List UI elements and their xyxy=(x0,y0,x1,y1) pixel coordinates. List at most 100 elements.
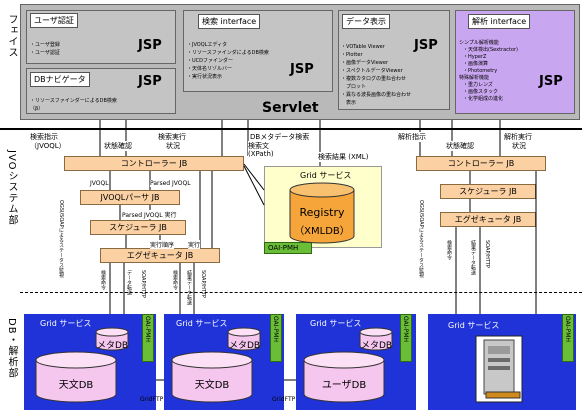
user-db-cylinder xyxy=(303,351,385,403)
label-parsed-jvoql-exec: Parsed JVOQL 実行 xyxy=(122,210,177,219)
grid-service-2-oai xyxy=(270,314,282,362)
grid-service-1-oai-label: OAI-PMH xyxy=(144,316,151,342)
user-db-label: ユーザDB xyxy=(321,380,367,391)
registry-grid-title: Grid サービス xyxy=(300,171,352,180)
label-data-transfer-mid: 結果データ転送 xyxy=(186,270,192,305)
auth-item-login: ・ユーザ認証 xyxy=(30,50,60,56)
label-status-reg-left: OGSI/SOAPによるステータス監視 xyxy=(58,200,64,278)
label-search-order-left: 検索命令 xyxy=(100,270,106,290)
meta-db-label-3: メタDB xyxy=(361,341,393,351)
label-db-meta-search: DBメタデータ検索 xyxy=(250,132,310,142)
label-search-text: 検索文 xyxy=(248,141,269,151)
label-analysis-exec-2: 状況 xyxy=(512,141,526,151)
display-item-5: プロット xyxy=(341,84,367,90)
display-item-0: ・VOTable Viewer xyxy=(341,44,385,50)
label-status-check-left: 状態確認 xyxy=(104,141,132,151)
label-soap-left: SOAP/HTTP xyxy=(140,270,146,298)
label-search-instr: 検索指示 xyxy=(30,132,58,142)
grid-service-4-oai xyxy=(562,314,574,362)
analysis-item-6: ・重力レンズ xyxy=(463,82,493,88)
analysis-item-3: ・画像演算 xyxy=(463,61,489,67)
label-parsed-jvoql: Parsed JVOQL xyxy=(150,180,191,187)
search-item-ucd-finder: ・UCDファインダー xyxy=(187,58,234,64)
label-search-order-mid: 検索命令 xyxy=(172,270,178,290)
label-order-right: 検索命令 xyxy=(446,240,452,260)
dbnav-title: DBナビゲータ xyxy=(30,72,90,87)
astro-db-label-2: 天文DB xyxy=(194,380,230,391)
scheduler-jb-right: スケジューラ JB xyxy=(440,184,536,199)
controller-jb-right: コントローラー JB xyxy=(416,156,546,171)
grid-service-2-oai-label: OAI-PMH xyxy=(272,316,279,342)
label-xpath: (XPath) xyxy=(248,150,274,158)
label-transfer-right: 結果データ転送 xyxy=(470,240,476,275)
auth-title: ユーザ認証 xyxy=(30,13,78,28)
registry-label: Registry xyxy=(299,206,345,219)
label-exec-status-left: 検索実行 xyxy=(158,132,186,142)
grid-service-3-oai-label: OAI-PMH xyxy=(402,316,409,342)
label-routing: 実行順序 xyxy=(150,240,175,249)
analysis-jsp-label: JSP xyxy=(539,74,563,89)
label-status-check-right: 状態確認 xyxy=(446,141,474,151)
label-search-result: 検索結果 (XML) xyxy=(318,152,369,162)
display-item-6: ・異なる波長画像の重ね合わせ xyxy=(341,92,412,98)
label-gridftp-2: GridFTP xyxy=(272,396,296,403)
analysis-item-1: ・天体検出(Sextractor) xyxy=(463,47,518,53)
label-analysis-instr: 解析指示 xyxy=(398,132,426,142)
search-item-jvoql-editor: ・JVOQLエディタ xyxy=(187,42,228,48)
search-item-exec-status: ・実行状況表示 xyxy=(187,74,223,80)
display-item-2: ・画像データViewer xyxy=(341,60,388,66)
analysis-item-7: ・画像スタック xyxy=(463,89,499,95)
registry-cylinder xyxy=(289,182,355,244)
grid-service-3-title: Grid サービス xyxy=(310,319,362,328)
label-soap-right: SOAP/HTTP xyxy=(484,240,490,268)
label-exec-status-left-2: 状況 xyxy=(166,141,180,151)
search-item-name-resolver: ・天体名リゾルバー xyxy=(187,66,233,72)
astro-db-label-1: 天文DB xyxy=(58,380,94,391)
display-title: データ表示 xyxy=(342,14,390,29)
meta-db-label-1: メタDB xyxy=(97,341,129,351)
server-icon xyxy=(475,335,523,403)
lane-label-db-analysis: DB・解析部 xyxy=(6,318,17,379)
lane-separator-bottom xyxy=(20,292,582,293)
connector-arrows xyxy=(99,120,537,381)
dbnav-jsp-label: JSP xyxy=(138,74,162,89)
controller-jb-left: コントローラー JB xyxy=(64,156,244,171)
analysis-item-0: シンプル解析機能 xyxy=(459,40,499,46)
meta-db-cylinder-2 xyxy=(227,327,261,351)
display-item-1: ・Plotter xyxy=(341,52,363,58)
meta-db-cylinder-1 xyxy=(95,327,129,351)
analysis-title: 解析 interface xyxy=(468,14,531,29)
label-gridftp-1: GridFTP xyxy=(140,396,164,403)
astro-db-cylinder-2 xyxy=(171,351,253,403)
registry-oai-box xyxy=(264,242,312,254)
dbnav-item-resource-finder: ・リソースファインダーによるDB検索 xyxy=(30,98,117,104)
grid-service-1-oai xyxy=(142,314,154,362)
label-analysis-exec: 解析実行 xyxy=(504,132,532,142)
label-status-reg-right: OGSI/SOAPによるステータス監視 xyxy=(418,200,424,278)
jvoql-parser-jb: JVOQLパーサ JB xyxy=(80,190,180,205)
astro-db-cylinder-1 xyxy=(35,351,117,403)
grid-service-4-title: Grid サービス xyxy=(448,321,500,330)
scheduler-jb-left: スケジューラ JB xyxy=(90,220,186,235)
dbnav-item-beta: （β） xyxy=(30,106,44,112)
analysis-item-4: ・Photometry xyxy=(463,68,498,74)
search-jsp-label: JSP xyxy=(290,62,314,77)
lane-label-vo-system: JVOシステム部 xyxy=(6,150,17,226)
grid-service-3-oai xyxy=(400,314,412,362)
display-jsp-label: JSP xyxy=(414,38,438,53)
analysis-item-8: ・化学組成の進化 xyxy=(463,96,504,102)
lane-separator-top xyxy=(0,128,582,130)
analysis-item-2: ・HyperZ xyxy=(463,54,487,60)
label-jvoql: （JVOQL） xyxy=(30,141,66,151)
label-data-transfer-left: データ転送 xyxy=(126,270,132,295)
auth-item-register: ・ユーザ登録 xyxy=(30,42,60,48)
grid-service-4-oai-label: OAI-PMH xyxy=(564,316,571,342)
auth-jsp-label: JSP xyxy=(138,38,162,53)
search-item-resource-finder: ・リソースファインダによるDB検索 xyxy=(187,50,269,56)
grid-service-2-title: Grid サービス xyxy=(176,319,228,328)
display-item-7: 表示 xyxy=(341,100,357,106)
search-title: 検索 interface xyxy=(198,14,261,29)
meta-db-label-2: メタDB xyxy=(229,341,261,351)
meta-db-cylinder-3 xyxy=(359,327,393,351)
